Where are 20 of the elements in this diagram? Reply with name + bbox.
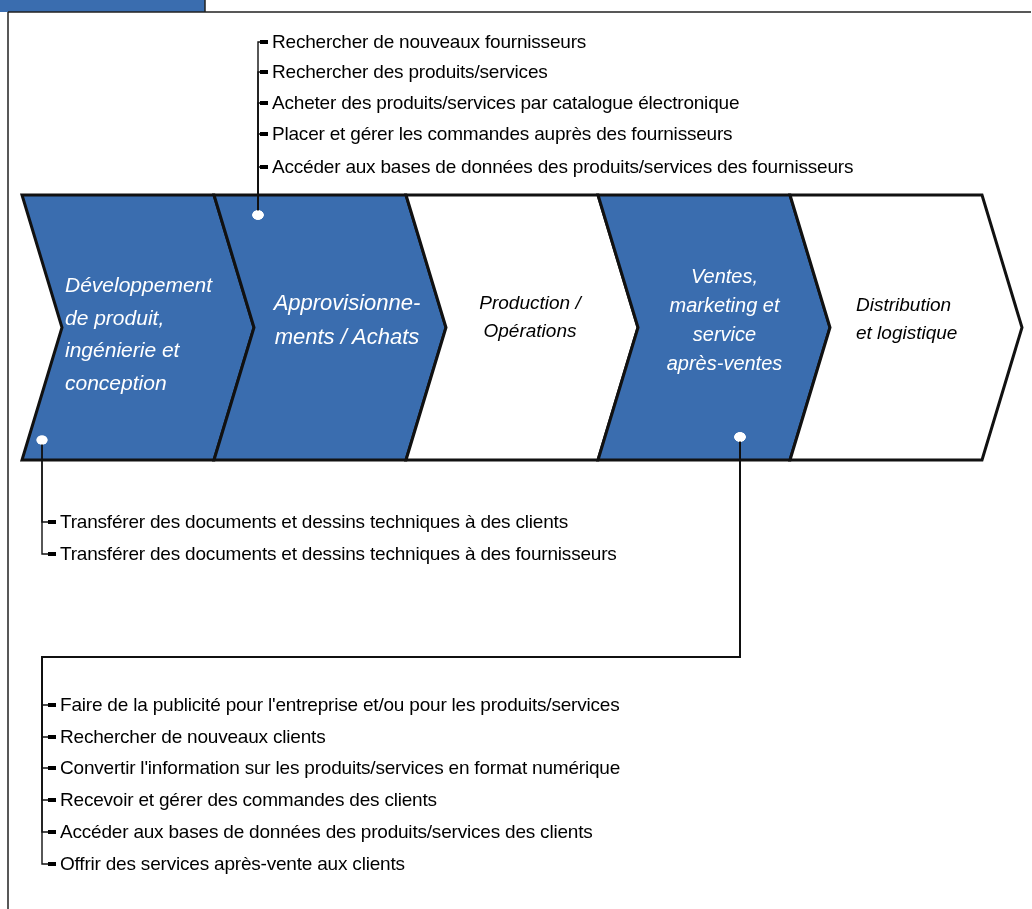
list-item: Convertir l'information sur les produits/services en format numérique [60,757,621,779]
stage-label: Développement de produit, ingénierie et conception [65,271,214,396]
list-item: Faire de la publicité pour l'entreprise et/ou pour les produits/services [60,694,620,716]
list-item: Recevoir et gérer des commandes des clients [60,789,437,811]
stage-label: Approvisionne- ments / Achats [272,288,422,351]
list-item: Accéder aux bases de données des produits/services des fournisseurs [272,156,854,178]
list-item: Rechercher des produits/services [272,61,548,83]
leader-line [36,435,57,556]
list-item: Acheter des produits/services par catalogue électronique [272,92,740,114]
list-item: Placer et gérer les commandes auprès des fournisseurs [272,123,733,145]
stage-label: Production / Opérations [478,291,584,343]
list-item: Rechercher de nouveaux clients [60,726,326,748]
list-item: Rechercher de nouveaux fournisseurs [272,31,587,53]
leader-line [252,165,269,220]
list-item: Accéder aux bases de données des produits/services des clients [60,821,593,843]
stage-label: Ventes, marketing et service après-ventes [666,264,783,376]
list-item: Transférer des documents et dessins techniques à des clients [60,511,568,533]
list-item: Transférer des documents et dessins techniques à des fournisseurs [60,543,617,565]
stage-label: Distribution et logistique [856,293,959,345]
list-item: Offrir des services après-vente aux clients [60,853,405,875]
